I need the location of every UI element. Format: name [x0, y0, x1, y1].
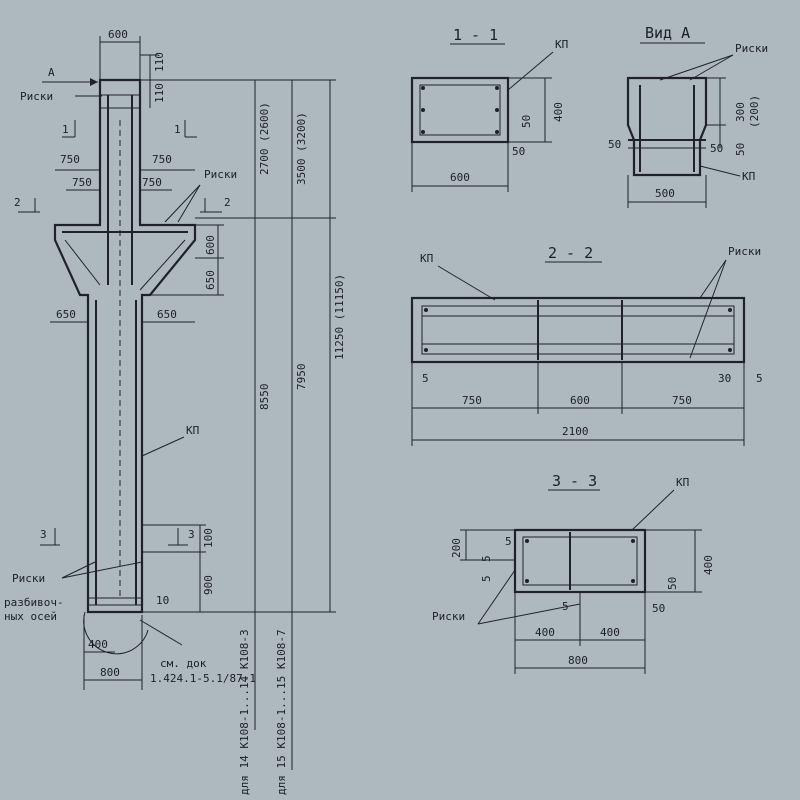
vida-50a: 50 [608, 138, 621, 151]
dim-650l: 650 [56, 308, 76, 321]
riski-22-label: Риски [728, 245, 761, 258]
cut2-right: 2 [224, 196, 231, 209]
s33-400: 400 [702, 555, 715, 575]
dim-600v: 600 [204, 235, 217, 255]
see-doc-2: 1.424.1-5.1/87-1 [150, 672, 256, 685]
dim-bottom-400: 400 [88, 638, 108, 651]
dim-cons-right2: 750 [142, 176, 162, 189]
section-1-1: 1 - 1 КП 400 50 50 600 [410, 26, 568, 192]
vida-200: (200) [748, 95, 761, 128]
riski-top-label: Риски [20, 90, 53, 103]
arrow-a-label: А [48, 66, 55, 79]
s22-30: 30 [718, 372, 731, 385]
dim-650v: 650 [204, 270, 217, 290]
kp-11-label: КП [555, 38, 568, 51]
dim-10: 10 [156, 594, 169, 607]
section-3-3: 3 - 3 КП 200 5 5 5 400 50 50 5 Риски 400… [432, 472, 715, 674]
cut1-right: 1 [174, 123, 181, 136]
s11-height: 400 [552, 102, 565, 122]
s11-50a: 50 [520, 115, 533, 128]
dim-900: 900 [202, 575, 215, 595]
s33-50a: 50 [666, 577, 679, 590]
section-3-3-title: 3 - 3 [552, 472, 597, 490]
s33-5a: 5 [505, 535, 512, 548]
s33-5b: 5 [480, 555, 493, 562]
riski-mid-label: Риски [204, 168, 237, 181]
dim-cons-left2: 750 [72, 176, 92, 189]
riski-viewa-label: Риски [735, 42, 768, 55]
s33-5c: 5 [480, 575, 493, 582]
razbiv-label-3: ных осей [4, 610, 57, 623]
variant-14k108: для 14 К108-1...14 К108-3 [238, 629, 251, 795]
s22-dim-b: 600 [570, 394, 590, 407]
dim-top-width: 600 [108, 28, 128, 41]
dim-cons-left: 750 [60, 153, 80, 166]
dim-110a: 110 [153, 52, 166, 72]
s22-dim-c: 750 [672, 394, 692, 407]
vida-50c: 50 [734, 143, 747, 156]
section-1-1-title: 1 - 1 [453, 26, 498, 44]
s22-5b: 5 [756, 372, 763, 385]
vida-300: 300 [734, 102, 747, 122]
kp-22-label: КП [420, 252, 433, 265]
riski-33-label: Риски [432, 610, 465, 623]
s33-50b: 50 [652, 602, 665, 615]
dim-100: 100 [202, 528, 215, 548]
s22-5a: 5 [422, 372, 429, 385]
s22-dim-a: 750 [462, 394, 482, 407]
cut3-left: 3 [40, 528, 47, 541]
s33-200: 200 [450, 538, 463, 558]
kp-column-label: КП [186, 424, 199, 437]
dim-bottom-800: 800 [100, 666, 120, 679]
column-elevation: 600 110 110 А Риски 1 1 750 750 750 750 … [4, 28, 346, 795]
see-doc-1: см. док [160, 657, 207, 670]
s11-50b: 50 [512, 145, 525, 158]
section-2-2-title: 2 - 2 [548, 244, 593, 262]
dim-11250: 11250 (11150) [333, 274, 346, 360]
dim-8550: 8550 [258, 384, 271, 411]
view-a-title: Вид А [645, 24, 690, 42]
vida-width: 500 [655, 187, 675, 200]
dim-7950: 7950 [295, 364, 308, 391]
view-a: Вид А Риски 300 (200) 50 50 50 КП 500 [608, 24, 768, 208]
s22-total: 2100 [562, 425, 589, 438]
s11-width: 600 [450, 171, 470, 184]
s33-400b: 400 [600, 626, 620, 639]
dim-2700: 2700 (2600) [258, 102, 271, 175]
dim-cons-right: 750 [152, 153, 172, 166]
cut1-left: 1 [62, 123, 69, 136]
dim-3500: 3500 (3200) [295, 112, 308, 185]
variant-15k108: для 15 К108-1...15 К108-7 [275, 629, 288, 795]
cut2-left: 2 [14, 196, 21, 209]
dim-650r: 650 [157, 308, 177, 321]
kp-viewa-label: КП [742, 170, 755, 183]
dim-110b: 110 [153, 83, 166, 103]
riski-bottom-label: Риски [12, 572, 45, 585]
s33-400a: 400 [535, 626, 555, 639]
section-2-2: 2 - 2 КП Риски 5 30 5 750 600 750 2100 [410, 244, 763, 446]
s33-800: 800 [568, 654, 588, 667]
vida-50b: 50 [710, 142, 723, 155]
razbiv-label-2: разбивоч- [4, 596, 64, 609]
cut3-right: 3 [188, 528, 195, 541]
kp-33-label: КП [676, 476, 689, 489]
